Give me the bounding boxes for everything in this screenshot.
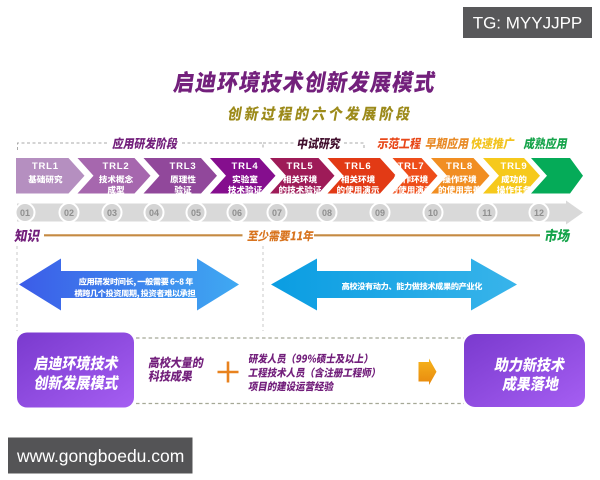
svg-text:TRL1: TRL1 (32, 161, 59, 172)
svg-text:09: 09 (375, 208, 385, 218)
svg-text:08: 08 (322, 208, 332, 218)
svg-text:TRL5: TRL5 (287, 161, 314, 172)
svg-text:10: 10 (428, 208, 438, 218)
svg-text:TG: MYYJJPP: TG: MYYJJPP (473, 14, 583, 33)
svg-text:TRL2: TRL2 (103, 161, 130, 172)
svg-text:TRL4: TRL4 (232, 161, 259, 172)
svg-text:04: 04 (149, 208, 159, 218)
svg-text:02: 02 (64, 208, 74, 218)
svg-text:07: 07 (272, 208, 282, 218)
svg-text:03: 03 (107, 208, 117, 218)
svg-text:11: 11 (482, 208, 492, 218)
svg-text:06: 06 (232, 208, 242, 218)
svg-text:12: 12 (534, 208, 544, 218)
svg-text:TRL8: TRL8 (446, 161, 473, 172)
svg-text:TRL7: TRL7 (398, 161, 425, 172)
svg-text:TRL3: TRL3 (170, 161, 197, 172)
svg-text:www.gongboedu.com: www.gongboedu.com (16, 446, 184, 466)
svg-text:05: 05 (191, 208, 201, 218)
svg-text:TRL6: TRL6 (345, 161, 372, 172)
svg-text:TRL9: TRL9 (501, 161, 528, 172)
svg-text:01: 01 (20, 208, 30, 218)
